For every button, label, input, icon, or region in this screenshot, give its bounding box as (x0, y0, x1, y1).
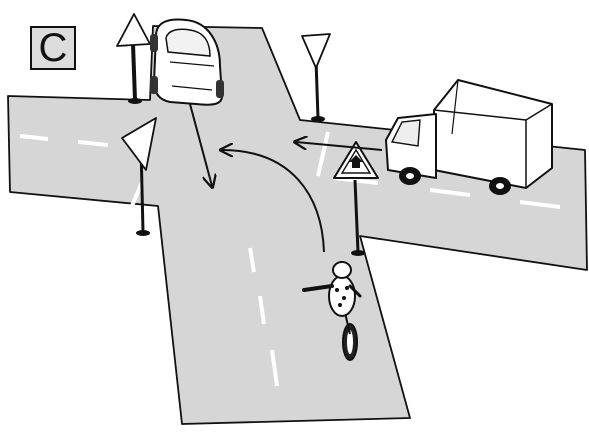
arrow-icon (296, 142, 383, 151)
priority-road-sign-icon (333, 141, 379, 256)
arrow-icon (189, 103, 212, 186)
panel-label: C (30, 26, 76, 70)
yield-sign-icon (116, 13, 151, 104)
arrow-icon (222, 150, 325, 253)
road (7, 25, 588, 425)
cyclist-icon (302, 261, 362, 361)
car-icon (150, 18, 224, 106)
yield-sign-icon (301, 33, 331, 122)
yield-sign-icon (121, 117, 157, 236)
truck-icon (385, 79, 553, 195)
